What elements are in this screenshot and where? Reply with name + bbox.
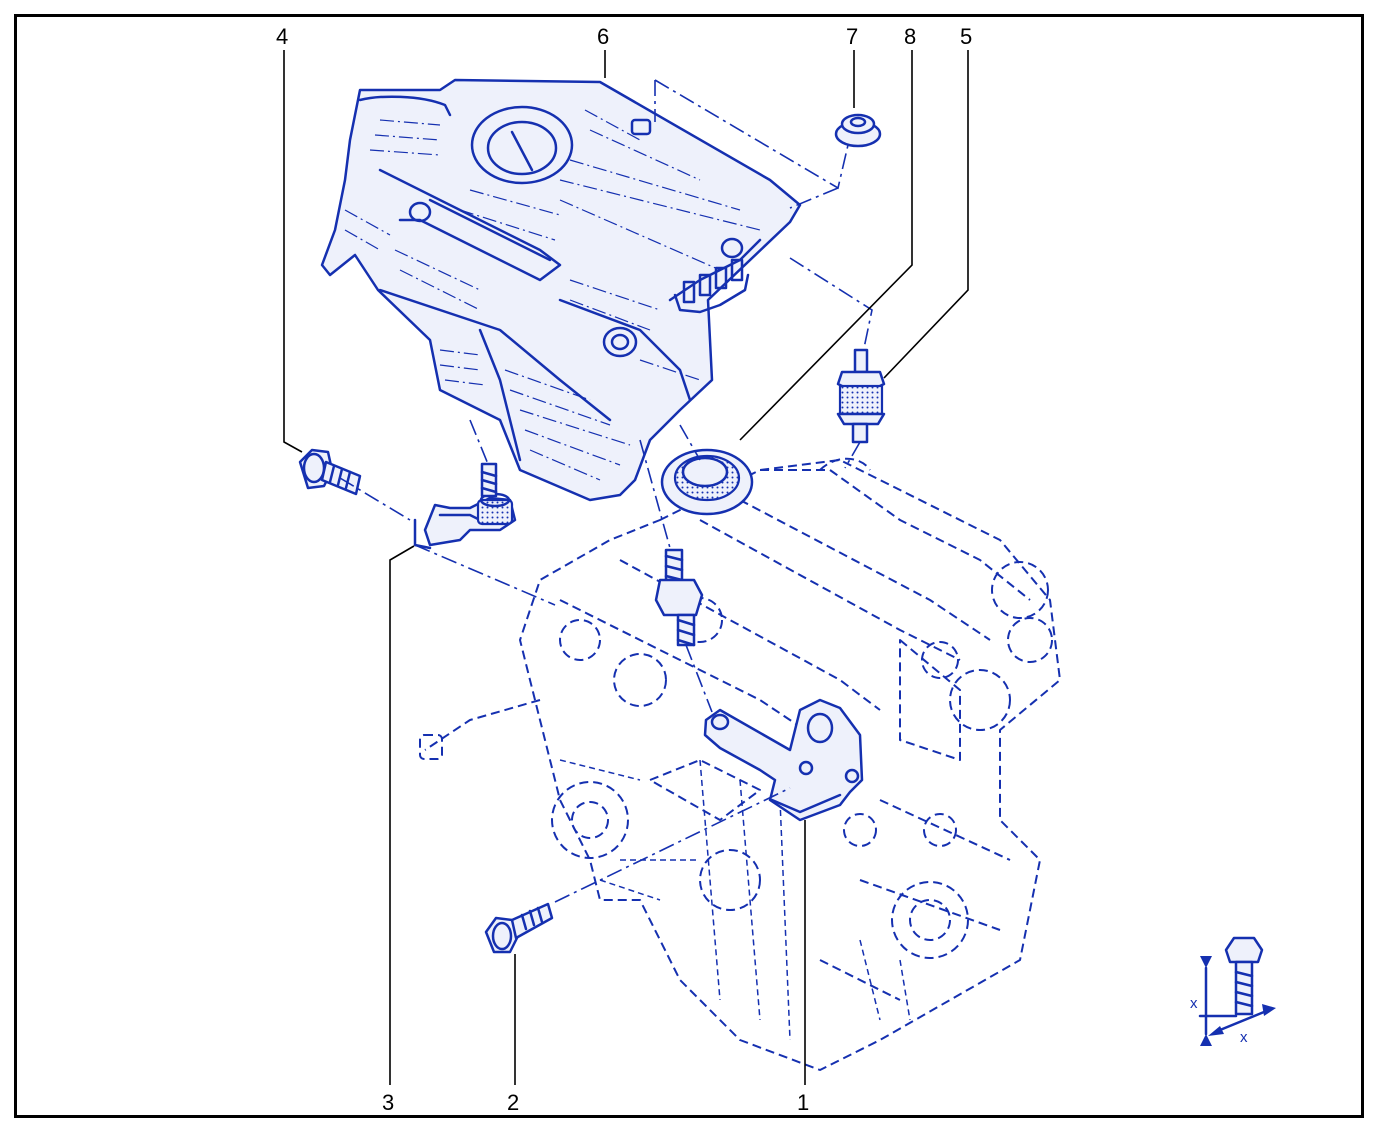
front-bracket	[413, 462, 517, 550]
callout-4: 4	[276, 24, 288, 49]
dimension-x-vertical: x	[1190, 995, 1198, 1012]
callout-leaders	[283, 50, 969, 1085]
callout-1: 1	[797, 1090, 809, 1115]
callout-6: 6	[597, 24, 609, 49]
engine-cover-hatching	[344, 109, 761, 481]
callout-3: 3	[382, 1090, 394, 1115]
arrow-left-icon	[1208, 1026, 1224, 1036]
grommet	[834, 113, 882, 148]
mounting-stud-upper	[836, 348, 886, 444]
oil-filler-seal	[660, 448, 754, 516]
callout-2: 2	[507, 1090, 519, 1115]
arrow-right-icon	[1262, 1004, 1276, 1016]
callout-numbers: 4 6 7 8 5 3 2 1	[276, 24, 972, 1115]
callout-7: 7	[846, 24, 858, 49]
dimension-x-horizontal: x	[1240, 1029, 1248, 1046]
assembly-lines	[339, 79, 873, 903]
bolt-upper	[298, 448, 362, 496]
arrow-up-icon	[1200, 1034, 1212, 1046]
engine-cover	[320, 78, 802, 502]
arrow-down-icon	[1200, 956, 1212, 968]
callout-8: 8	[904, 24, 916, 49]
bolt-dimension-symbol: x x	[1190, 936, 1276, 1046]
mounting-stud-center	[654, 548, 704, 647]
bolt-lower	[484, 902, 554, 954]
engine-block-ghost	[419, 457, 1061, 1071]
engine-bracket-main	[703, 698, 864, 822]
callout-5: 5	[960, 24, 972, 49]
